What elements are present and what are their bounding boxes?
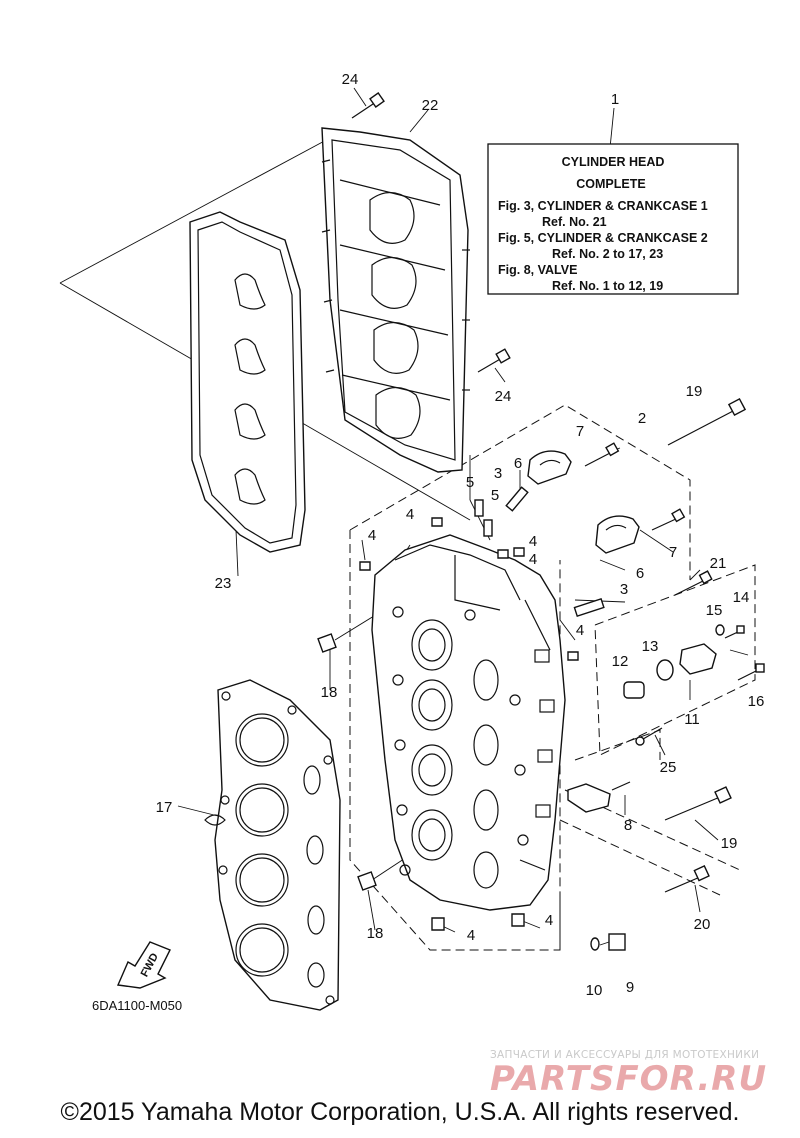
washer-15 — [715, 624, 725, 636]
callout-15: 15 — [706, 602, 723, 619]
bolt-16 — [737, 663, 765, 681]
callout-16: 16 — [748, 693, 765, 710]
callout-5b: 5 — [491, 487, 499, 504]
plugs-4 — [359, 517, 579, 931]
info-ref-3: Fig. 8, VALVE — [498, 263, 577, 277]
callout-23: 23 — [215, 575, 232, 592]
info-ref-3b: Ref. No. 1 to 12, 19 — [552, 279, 663, 293]
callout-14: 14 — [733, 589, 750, 606]
callout-7b: 7 — [669, 544, 677, 561]
info-box: CYLINDER HEAD COMPLETE Fig. 3, CYLINDER … — [487, 143, 739, 295]
callout-1: 1 — [611, 91, 619, 108]
bolt-19-upper — [667, 397, 747, 446]
info-title-2: COMPLETE — [576, 177, 645, 191]
bolt-21 — [674, 570, 713, 596]
callout-12: 12 — [612, 653, 629, 670]
callout-10: 10 — [586, 982, 603, 999]
callout-8: 8 — [624, 817, 632, 834]
callout-17: 17 — [156, 799, 173, 816]
sensor-14 — [679, 643, 717, 675]
callout-5a: 5 — [466, 474, 474, 491]
bracket-8 — [567, 781, 631, 813]
info-ref-1: Fig. 3, CYLINDER & CRANKCASE 1 — [498, 199, 708, 213]
cylinder-head-gasket — [204, 679, 341, 1011]
watermark-brand: PARTSFOR.RU — [490, 1059, 767, 1099]
callout-4c: 4 — [529, 533, 537, 550]
callout-4b: 4 — [368, 527, 376, 544]
callout-4a: 4 — [406, 506, 414, 523]
bolt-14 — [724, 625, 745, 639]
callout-24a: 24 — [342, 71, 359, 88]
cover-gasket — [189, 211, 306, 553]
bolt-7-upper — [584, 442, 620, 467]
callout-4e: 4 — [576, 622, 584, 639]
callout-6a: 6 — [514, 455, 522, 472]
callout-21: 21 — [710, 555, 727, 572]
o-ring-13 — [656, 659, 674, 681]
dowel-18 — [317, 633, 377, 891]
bolt-7-lower — [651, 508, 686, 531]
info-ref-2b: Ref. No. 2 to 17, 23 — [552, 247, 663, 261]
cylinder-head-cover — [321, 127, 470, 473]
callout-24b: 24 — [495, 388, 512, 405]
callout-13: 13 — [642, 638, 659, 655]
bolt-24-right — [477, 348, 511, 373]
callout-19b: 19 — [721, 835, 738, 852]
diagram-code: 6DA1100-M050 — [92, 998, 182, 1013]
callout-18a: 18 — [321, 684, 338, 701]
cylinder-head — [371, 534, 566, 911]
sensor-25 — [635, 727, 663, 746]
bolt-24-top — [351, 92, 385, 119]
callout-2: 2 — [638, 410, 646, 427]
callout-numbers: 1 2 3 3 4 4 4 4 4 4 4 5 5 6 6 7 7 8 9 10… — [156, 71, 765, 999]
callout-22: 22 — [422, 97, 439, 114]
callout-6b: 6 — [636, 565, 644, 582]
bolt-19-lower — [664, 786, 732, 821]
pin-3-upper — [505, 486, 529, 512]
callout-4f: 4 — [545, 912, 553, 929]
callout-25: 25 — [660, 759, 677, 776]
callout-4g: 4 — [467, 927, 475, 944]
camshaft-cap-lower — [595, 515, 640, 554]
bolt-9 — [590, 933, 626, 951]
info-ref-1b: Ref. No. 21 — [542, 215, 607, 229]
copyright-notice: ©2015 Yamaha Motor Corporation, U.S.A. A… — [60, 1098, 740, 1126]
pin-3-lower — [573, 597, 605, 617]
info-title-1: CYLINDER HEAD — [562, 155, 665, 169]
fwd-arrow: FWD — [116, 941, 171, 989]
sensor-body-12 — [623, 681, 645, 699]
callout-4d: 4 — [529, 551, 537, 568]
callout-3b: 3 — [620, 581, 628, 598]
watermark-tagline: ЗАПЧАСТИ И АКСЕССУАРЫ ДЛЯ МОТОТЕХНИКИ — [490, 1049, 759, 1061]
info-ref-2: Fig. 5, CYLINDER & CRANKCASE 2 — [498, 231, 708, 245]
callout-20: 20 — [694, 916, 711, 933]
callout-9: 9 — [626, 979, 634, 996]
callout-19a: 19 — [686, 383, 703, 400]
callout-11: 11 — [684, 711, 700, 728]
camshaft-cap-upper — [527, 450, 572, 485]
callout-7a: 7 — [576, 423, 584, 440]
callout-3a: 3 — [494, 465, 502, 482]
watermark: ЗАПЧАСТИ И АКСЕССУАРЫ ДЛЯ МОТОТЕХНИКИ PA… — [490, 1049, 767, 1099]
callout-18b: 18 — [367, 925, 384, 942]
dowel-5 — [474, 499, 493, 537]
bolt-20 — [664, 865, 710, 893]
